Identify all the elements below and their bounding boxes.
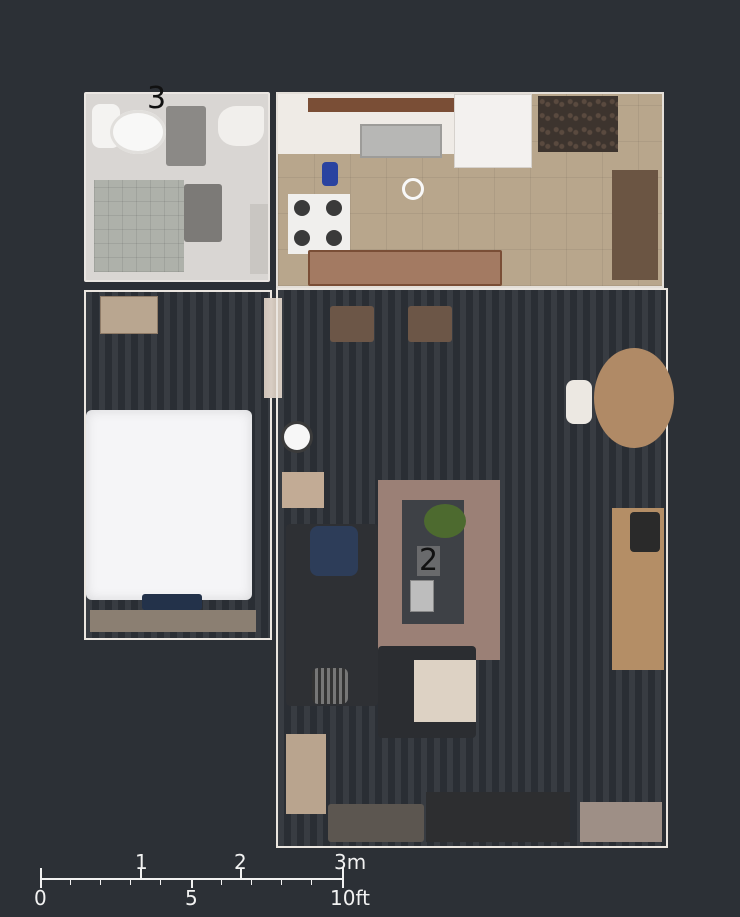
tv-stand bbox=[426, 792, 570, 842]
scale-label-1m: 1 bbox=[135, 850, 148, 874]
scale-line bbox=[40, 878, 344, 880]
shower-rug bbox=[184, 184, 222, 242]
corner-decor bbox=[580, 802, 662, 842]
sink bbox=[218, 106, 264, 146]
kitchen-rug bbox=[538, 96, 618, 152]
striped-pillow bbox=[312, 668, 348, 704]
shower bbox=[94, 180, 184, 272]
side-table bbox=[282, 472, 324, 508]
kitchen bbox=[276, 92, 664, 288]
console-table bbox=[612, 508, 664, 670]
dining-chair-white bbox=[566, 380, 592, 424]
bathroom bbox=[84, 92, 270, 282]
plant bbox=[424, 504, 466, 538]
kitchen-sink bbox=[360, 124, 442, 158]
scale-label-0ft: 0 bbox=[34, 886, 47, 910]
sofa-pillow bbox=[310, 526, 358, 576]
toilet-bowl bbox=[110, 110, 166, 154]
bedroom bbox=[84, 290, 272, 640]
scale-label-10ft: 10ft bbox=[330, 886, 370, 910]
dining-chair-left bbox=[330, 306, 374, 342]
room-label-2: 2 bbox=[417, 543, 441, 578]
room-label-3: 3 bbox=[147, 81, 167, 116]
round-dining-table bbox=[594, 348, 674, 448]
fridge bbox=[454, 94, 532, 168]
scale-label-2m: 2 bbox=[234, 850, 247, 874]
bath-mat bbox=[166, 106, 206, 166]
cabinet-edge bbox=[308, 98, 498, 112]
scale-bar: 1 2 3m 0 5 10ft bbox=[34, 850, 370, 912]
laptop bbox=[410, 580, 434, 612]
bed bbox=[86, 410, 252, 600]
ceiling-light bbox=[402, 178, 424, 200]
living-room bbox=[276, 288, 674, 848]
throw-blanket bbox=[414, 660, 476, 722]
entry-shelf bbox=[286, 734, 326, 814]
nightstand bbox=[100, 296, 158, 334]
dining-chair-right bbox=[408, 306, 452, 342]
pantry-shelf bbox=[612, 170, 658, 280]
blue-kettle bbox=[322, 162, 338, 186]
scale-label-3m: 3m bbox=[334, 850, 367, 874]
floor-clutter bbox=[328, 804, 424, 842]
bathroom-door-gap bbox=[250, 204, 268, 274]
kitchen-island bbox=[308, 250, 502, 286]
bed-foot-blanket bbox=[142, 594, 202, 610]
scale-label-5ft: 5 bbox=[185, 886, 198, 910]
stove bbox=[288, 194, 350, 254]
floor-lamp bbox=[284, 424, 310, 450]
bedroom-clutter bbox=[90, 610, 256, 632]
